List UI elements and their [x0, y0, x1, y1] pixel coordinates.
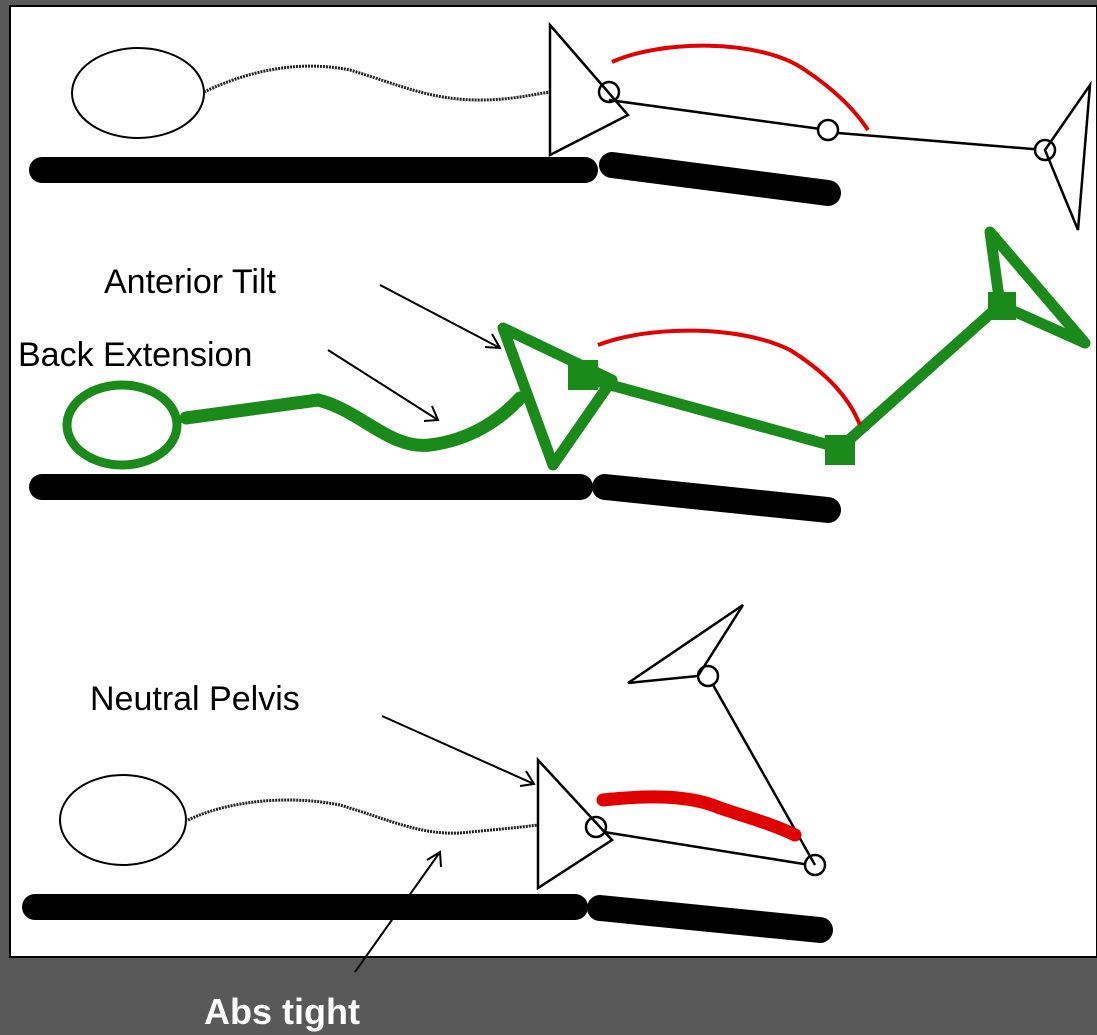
label-neutral-pelvis: Neutral Pelvis [90, 680, 300, 718]
knee-joint-top [818, 120, 838, 140]
caption-abs-tight: Abs tight [204, 991, 360, 1032]
label-back-extension: Back Extension [18, 336, 252, 374]
label-anterior-tilt: Anterior Tilt [104, 263, 276, 301]
